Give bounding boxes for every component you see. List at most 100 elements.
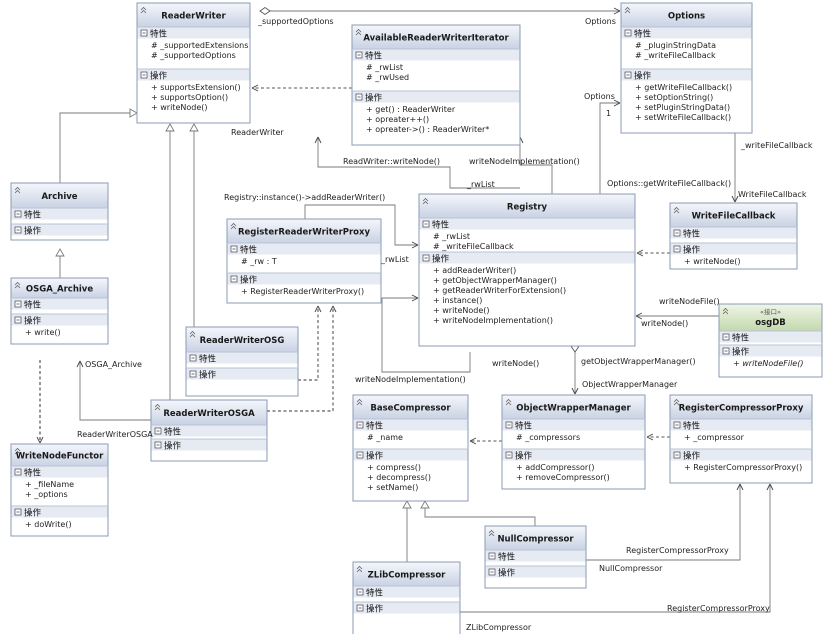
class-header	[11, 183, 108, 208]
operation-item[interactable]: + supportsExtension()	[151, 83, 241, 92]
class-title: AvailableReaderWriterIterator	[363, 34, 509, 44]
operation-item[interactable]: + addReaderWriter()	[433, 266, 516, 275]
aggregation-diamond	[259, 6, 271, 16]
collapse-chevron-icon[interactable]	[140, 6, 147, 14]
operation-item[interactable]: + write()	[25, 328, 61, 337]
attrs-section-header	[353, 419, 468, 431]
class-header	[11, 278, 108, 298]
operation-item[interactable]: + compress()	[367, 463, 421, 472]
association-arrowhead	[766, 483, 774, 491]
operation-item[interactable]: + writeNodeFile()	[733, 359, 803, 368]
attribute-item[interactable]: + _compressor	[684, 433, 745, 442]
collapse-chevron-icon[interactable]	[189, 330, 196, 338]
collapse-chevron-icon[interactable]	[505, 398, 512, 406]
collapse-chevron-icon[interactable]	[14, 186, 21, 194]
iterator-writenode-call	[317, 137, 520, 189]
association-arrowhead	[613, 7, 621, 15]
attribute-item[interactable]: # _name	[367, 433, 403, 442]
collapse-chevron-icon[interactable]	[154, 403, 161, 411]
operation-item[interactable]: + getReaderWriterForExtension()	[433, 286, 566, 295]
ops-section-label: 操作	[24, 316, 42, 327]
operation-item[interactable]: + supportsOption()	[151, 93, 228, 102]
collapse-chevron-icon[interactable]	[356, 565, 363, 573]
attrs-section-label: 特性	[366, 588, 384, 599]
attribute-item[interactable]: # _writeFileCallback	[433, 242, 514, 251]
collapse-chevron-icon[interactable]	[230, 222, 237, 230]
operation-item[interactable]: + writeNodeImplementation()	[433, 316, 553, 325]
attribute-item[interactable]: # _supportedExtensions	[151, 41, 248, 50]
null-base-line	[424, 503, 536, 526]
attribute-item[interactable]: # _supportedOptions	[151, 51, 236, 60]
operation-item[interactable]: + decompress()	[367, 473, 431, 482]
collapse-chevron-icon[interactable]	[422, 197, 429, 205]
operation-item[interactable]: + removeCompressor()	[516, 473, 610, 482]
collapse-chevron-icon[interactable]	[722, 307, 729, 315]
operation-item[interactable]: + get() : ReaderWriter	[366, 105, 456, 114]
ops-section-label: 操作	[199, 370, 217, 381]
attribute-item[interactable]: # _rw : T	[241, 257, 277, 266]
generalization-arrowhead	[165, 123, 175, 132]
collapse-chevron-icon[interactable]	[355, 28, 362, 36]
operation-item[interactable]: + RegisterReaderWriterProxy()	[241, 287, 364, 296]
relationship-label: ReaderWriterOSGA	[77, 430, 153, 439]
attribute-item[interactable]: # _writeFileCallback	[635, 51, 716, 60]
class-header	[137, 3, 250, 27]
attribute-item[interactable]: # _rwList	[366, 63, 403, 72]
relationship-label: WriteFileCallback	[738, 190, 807, 199]
collapse-chevron-icon[interactable]	[14, 281, 21, 289]
operation-item[interactable]: + doWrite()	[25, 520, 72, 529]
collapse-chevron-icon[interactable]	[488, 529, 495, 537]
operation-item[interactable]: + setPluginStringData()	[635, 103, 730, 112]
relationship-label: NullCompressor	[599, 564, 663, 573]
collapse-chevron-icon[interactable]	[356, 398, 363, 406]
ops-section-header	[670, 243, 797, 255]
association-arrowhead	[411, 241, 419, 249]
attrs-section-header	[670, 419, 812, 431]
attribute-item[interactable]: # _rwList	[433, 232, 470, 241]
attrs-section-label: 特性	[366, 421, 384, 432]
osga-rw-association	[79, 361, 151, 421]
attribute-item[interactable]: + _fileName	[25, 480, 74, 489]
relationship-label: _rwList	[466, 180, 495, 189]
operation-item[interactable]: + opreater->() : ReaderWriter*	[366, 125, 489, 134]
attribute-item[interactable]: # _pluginStringData	[635, 41, 716, 50]
collapse-chevron-icon[interactable]	[14, 447, 21, 455]
attribute-item[interactable]: # _compressors	[516, 433, 580, 442]
operation-item[interactable]: + setName()	[367, 483, 418, 492]
operation-item[interactable]: + writeNode()	[151, 103, 207, 112]
operation-item[interactable]: + getWriteFileCallback()	[635, 83, 732, 92]
collapse-chevron-icon[interactable]	[673, 206, 680, 214]
operation-item[interactable]: + writeNode()	[684, 257, 740, 266]
operation-item[interactable]: + writeNode()	[433, 306, 489, 315]
attribute-item[interactable]: # _rwUsed	[366, 73, 409, 82]
collapse-chevron-icon[interactable]	[624, 6, 631, 14]
association-arrowhead	[469, 437, 477, 445]
operation-item[interactable]: + setOptionString()	[635, 93, 713, 102]
collapse-chevron-icon[interactable]	[673, 398, 680, 406]
operation-item[interactable]: + RegisterCompressorProxy()	[684, 463, 802, 472]
operation-item[interactable]: + opreater++()	[366, 115, 429, 124]
operation-item[interactable]: + setWriteFileCallback()	[635, 113, 731, 122]
operation-item[interactable]: + getObjectWrapperManager()	[433, 276, 557, 285]
attribute-item[interactable]: + _options	[25, 490, 68, 499]
ops-section-header	[227, 273, 381, 285]
operation-item[interactable]: + instance()	[433, 296, 482, 305]
operation-item[interactable]: + addCompressor()	[516, 463, 594, 472]
